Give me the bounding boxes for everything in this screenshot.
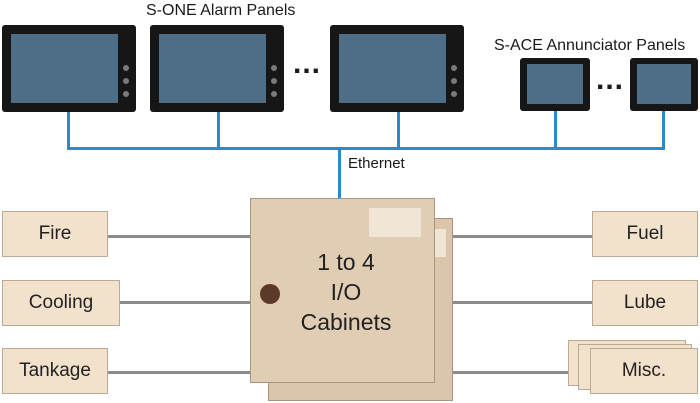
alarm-panel-1 [2,25,136,112]
annunciator-panel-1 [520,58,590,111]
wire-lube [452,301,592,304]
io-box-tankage: Tankage [2,348,108,394]
cabinet-window [369,208,421,237]
alarm-panel-2 [150,25,284,112]
panel-led [123,78,129,84]
wire-cooling [120,301,252,304]
cabinet-label-line1: 1 to 4 [317,249,375,275]
io-box-fire: Fire [2,211,108,257]
panel-led [271,91,277,97]
ethernet-drop [67,112,70,150]
io-box-lube: Lube [592,280,698,326]
wire-tankage [108,371,252,374]
alarm-panels-label: S-ONE Alarm Panels [146,2,296,19]
panel-led [451,65,457,71]
panel-led [271,65,277,71]
ethernet-label: Ethernet [348,155,405,172]
io-box-cooling: Cooling [2,280,120,326]
annunciator-screen [527,64,583,104]
ethernet-drop [662,111,665,150]
panel-screen [159,34,266,103]
cabinet-label-line3: Cabinets [300,309,392,335]
cabinet-label: 1 to 4 I/O Cabinets [271,247,421,337]
annunciator-screen [637,64,691,104]
annunciator-panels-label: S-ACE Annunciator Panels [494,37,686,54]
cabinet-knob [260,284,280,304]
panel-led [271,78,277,84]
annunciator-panel-n [630,58,698,111]
cabinet-label-line2: I/O [330,279,362,305]
wire-fire [108,235,252,238]
ethernet-bus [67,147,665,150]
panel-screen [339,34,446,103]
alarm-panel-n [330,25,464,112]
io-box-fuel: Fuel [592,211,698,257]
annunciator-panels-ellipsis: ... [596,63,625,96]
ethernet-drop [397,112,400,150]
panel-led [123,91,129,97]
wire-fuel [452,235,592,238]
panel-screen [11,34,118,103]
panel-led [451,91,457,97]
cabinet-back-window [434,229,446,257]
ethernet-drop [554,111,557,150]
wire-misc [452,371,572,374]
cabinet-front: 1 to 4 I/O Cabinets [250,198,435,383]
panel-led [451,78,457,84]
ethernet-trunk [338,147,341,198]
io-box-misc: Misc. [590,348,698,394]
panel-led [123,65,129,71]
alarm-panels-ellipsis: ... [293,47,322,80]
ethernet-drop [217,112,220,150]
